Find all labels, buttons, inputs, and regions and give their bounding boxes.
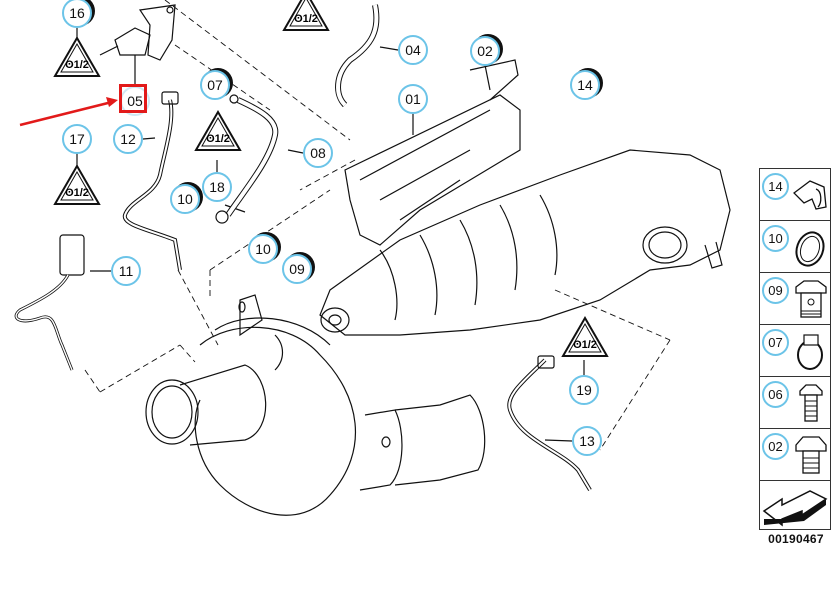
callout-14[interactable]: 14 — [570, 70, 600, 100]
callout-04[interactable]: 04 — [398, 35, 428, 65]
legend-callout-06[interactable]: 06 — [762, 381, 789, 408]
svg-text:ʘ1/2: ʘ1/2 — [294, 13, 318, 25]
back-navigation-button[interactable] — [760, 481, 830, 531]
svg-text:ʘ1/2: ʘ1/2 — [573, 339, 597, 351]
legend-item-14[interactable]: 14 — [760, 169, 830, 221]
svg-text:ʘ1/2: ʘ1/2 — [206, 133, 230, 145]
legend-callout-10[interactable]: 10 — [762, 225, 789, 252]
legend-item-10[interactable]: 10 — [760, 221, 830, 273]
hose-clamp-icon — [797, 334, 823, 370]
back-arrow-icon — [762, 490, 828, 527]
legend-item-06[interactable]: 06 — [760, 377, 830, 429]
callout-10-a[interactable]: 10 — [170, 184, 200, 214]
callout-13[interactable]: 13 — [572, 426, 602, 456]
legend-callout-09[interactable]: 09 — [762, 277, 789, 304]
callout-17[interactable]: 17 — [62, 124, 92, 154]
callout-18[interactable]: 18 — [202, 172, 232, 202]
legend-item-09[interactable]: 09 — [760, 273, 830, 325]
banjo-bolt-icon — [795, 280, 827, 318]
sealing-ring-icon — [795, 231, 825, 267]
svg-text:ʘ1/2: ʘ1/2 — [65, 187, 89, 199]
callout-11[interactable]: 11 — [111, 256, 141, 286]
diagram-id-label: 00190467 — [768, 532, 824, 546]
callout-09[interactable]: 09 — [282, 254, 312, 284]
callout-10-b[interactable]: 10 — [248, 234, 278, 264]
callout-01[interactable]: 01 — [398, 84, 428, 114]
clip-icon — [793, 180, 827, 210]
oil-warning-icon: ʘ1/2 ʘ1/2 ʘ1/2 ʘ1/2 ʘ1/2 — [53, 0, 609, 357]
red-pointer-arrow-icon — [19, 97, 118, 127]
callout-12[interactable]: 12 — [113, 124, 143, 154]
callout-07[interactable]: 07 — [200, 70, 230, 100]
torx-bolt-icon — [799, 384, 823, 422]
legend-callout-14[interactable]: 14 — [762, 173, 789, 200]
callout-19[interactable]: 19 — [569, 375, 599, 405]
hex-bolt-icon — [795, 436, 827, 474]
svg-text:ʘ1/2: ʘ1/2 — [65, 59, 89, 71]
callout-02[interactable]: 02 — [470, 36, 500, 66]
callout-08[interactable]: 08 — [303, 138, 333, 168]
highlight-box-05 — [119, 84, 147, 113]
legend-item-02[interactable]: 02 — [760, 429, 830, 481]
legend-callout-07[interactable]: 07 — [762, 329, 789, 356]
small-parts-legend: 14 10 09 07 06 02 — [759, 168, 831, 530]
legend-item-07[interactable]: 07 — [760, 325, 830, 377]
legend-callout-02[interactable]: 02 — [762, 433, 789, 460]
